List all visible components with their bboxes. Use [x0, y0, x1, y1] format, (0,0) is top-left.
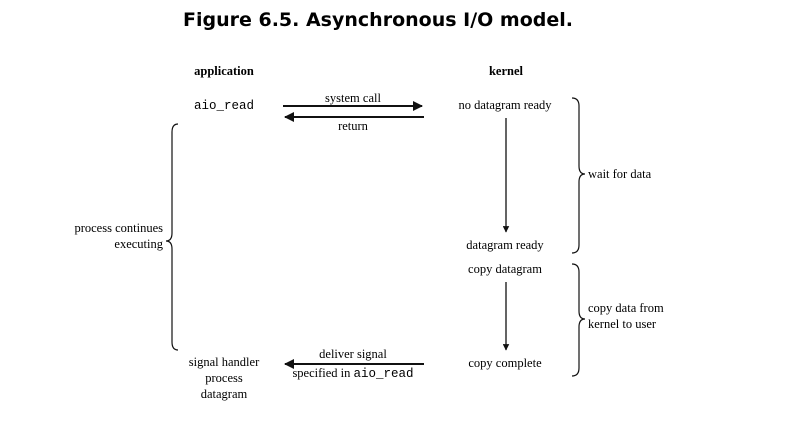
- wait-for-data-label: wait for data: [588, 167, 652, 181]
- kernel-header: kernel: [489, 64, 524, 78]
- signal-handler-line-2: process: [205, 371, 243, 385]
- specified-in-code: aio_read: [354, 367, 414, 381]
- signal-handler-line-3: datagram: [201, 387, 248, 401]
- deliver-signal-label: deliver signal: [319, 347, 387, 361]
- process-continues-line-1: process continues: [74, 221, 163, 235]
- copy-data-brace: [571, 263, 586, 377]
- signal-handler-line-1: signal handler: [189, 355, 260, 369]
- return-label: return: [338, 119, 369, 133]
- specified-in-label: specified in aio_read: [292, 366, 413, 381]
- copy-complete: copy complete: [468, 356, 542, 370]
- process-continues-brace: [165, 123, 179, 351]
- wait-for-data-brace: [571, 97, 586, 254]
- figure-title: Figure 6.5. Asynchronous I/O model.: [183, 9, 573, 31]
- copy-data-line-1: copy data from: [588, 301, 664, 315]
- process-continues-line-2: executing: [114, 237, 163, 251]
- copy-datagram: copy datagram: [468, 262, 542, 276]
- specified-in-text: specified in: [292, 366, 353, 380]
- application-header: application: [194, 64, 254, 78]
- no-datagram-ready: no datagram ready: [458, 98, 552, 112]
- copy-data-line-2: kernel to user: [588, 317, 657, 331]
- datagram-ready: datagram ready: [466, 238, 544, 252]
- system-call-label: system call: [325, 91, 381, 105]
- aio-read-call: aio_read: [194, 99, 254, 113]
